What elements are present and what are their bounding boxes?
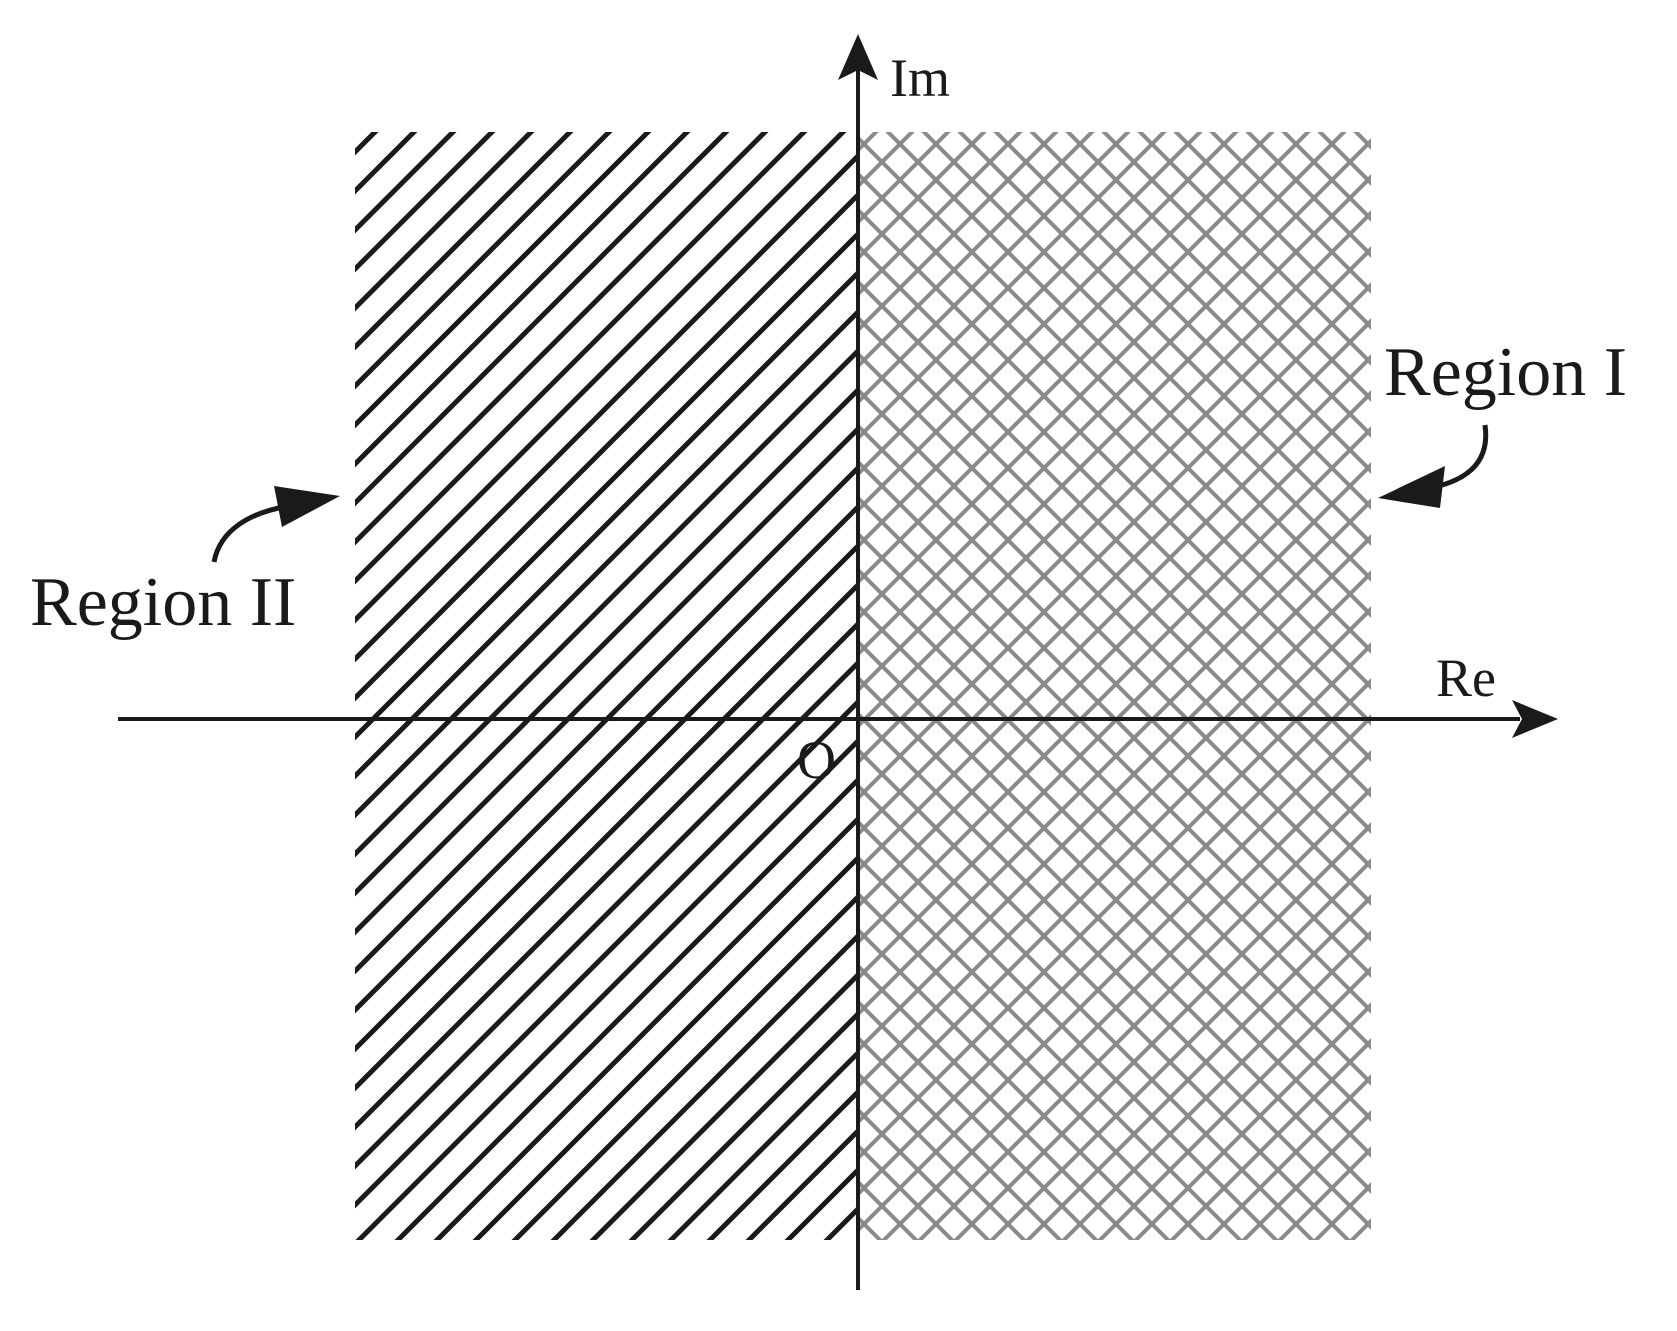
real-axis-label: Re [1436, 648, 1496, 708]
real-axis-arrow-icon [1512, 700, 1558, 738]
origin-label: O [797, 730, 836, 790]
region-ii-label: Region II [30, 564, 296, 641]
imaginary-axis-arrow-icon [838, 34, 878, 80]
region-i-arrowhead-icon [1378, 466, 1445, 508]
imaginary-axis-label: Im [890, 48, 950, 108]
region-i-area [858, 132, 1371, 1240]
region-ii-arrowhead-icon [274, 486, 340, 527]
region-ii-pointer-arrow [211, 503, 291, 563]
region-i-label: Region I [1384, 334, 1627, 411]
region-ii-area [355, 132, 858, 1240]
